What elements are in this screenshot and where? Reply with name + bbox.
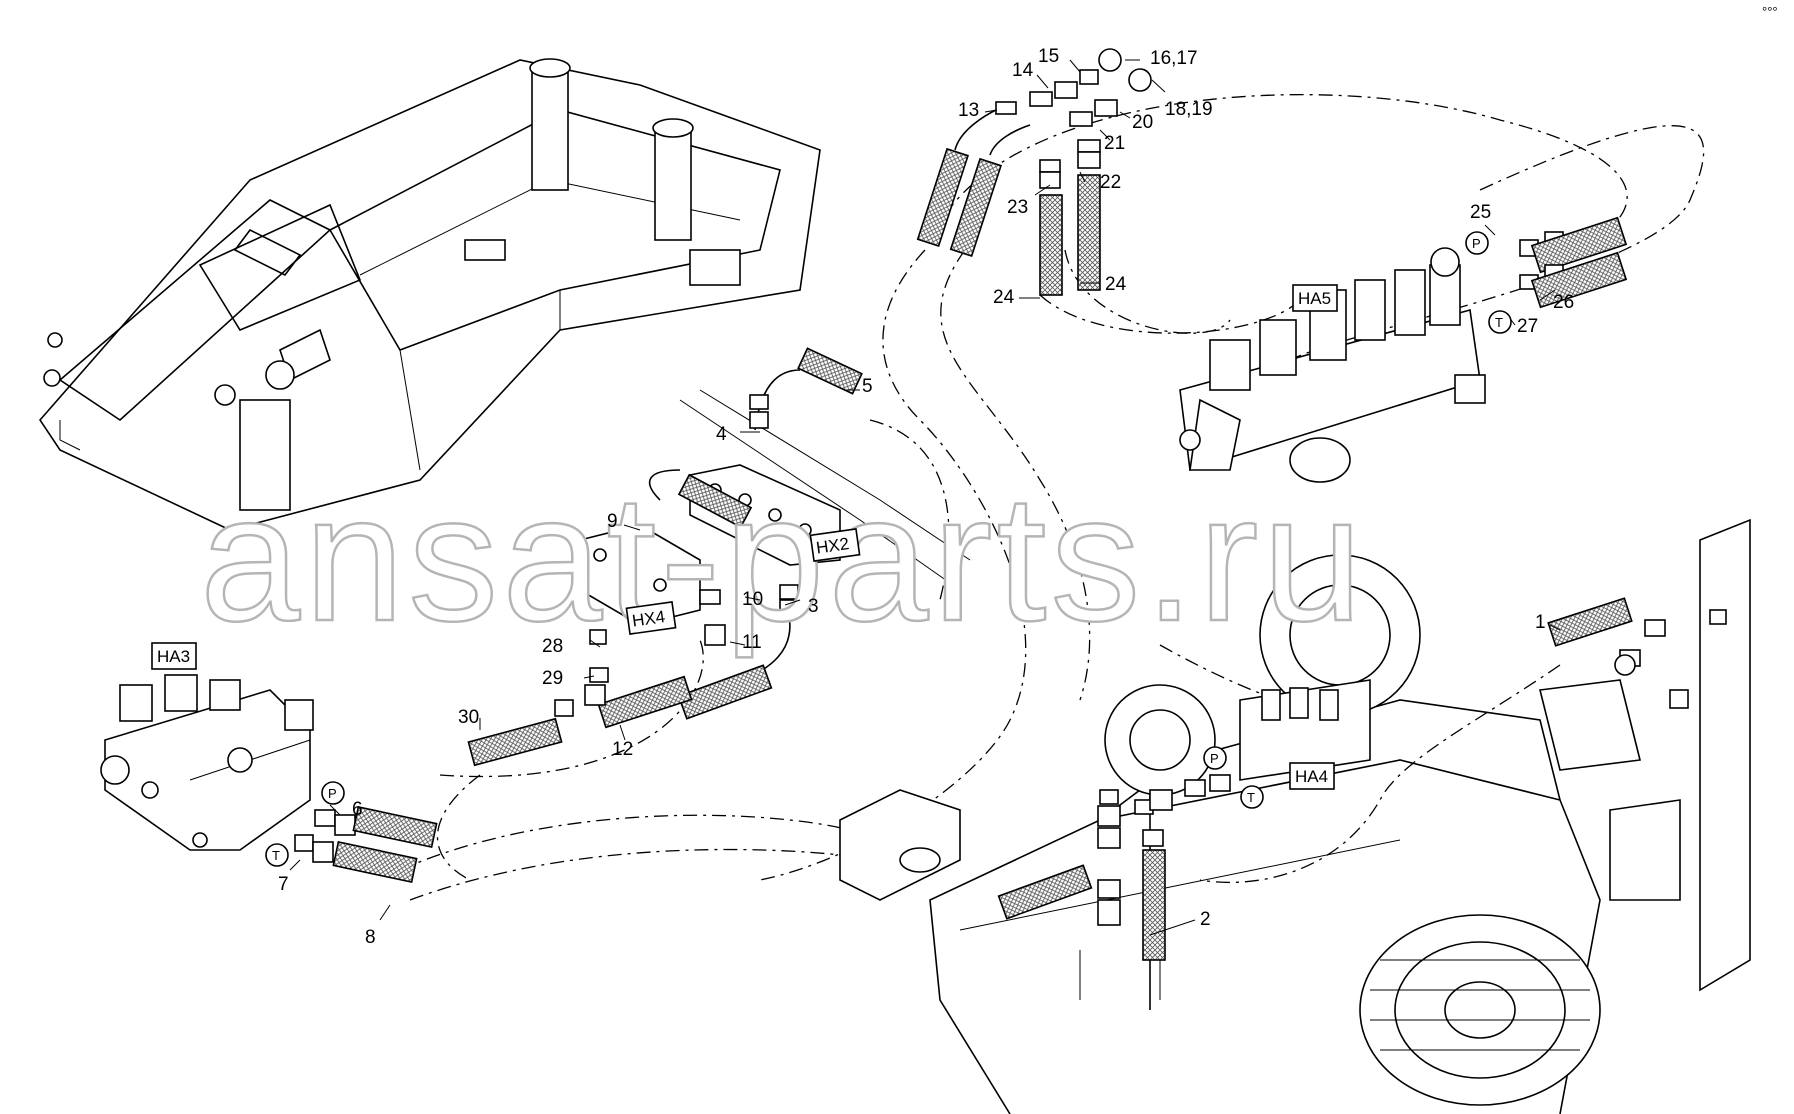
callout-5: 5 bbox=[862, 376, 873, 397]
callout-9: 9 bbox=[607, 511, 618, 532]
callout-4: 4 bbox=[716, 424, 727, 445]
block-tags bbox=[151, 284, 1338, 790]
callout-24-left: 24 bbox=[993, 287, 1015, 308]
block-label-hx4: HX4 bbox=[631, 607, 666, 630]
block-label-ha5: HA5 bbox=[1298, 289, 1331, 308]
port-t-ha5: T bbox=[1495, 315, 1503, 330]
callout-30: 30 bbox=[458, 707, 479, 728]
port-markers bbox=[265, 231, 1512, 867]
port-p-ha3: P bbox=[328, 786, 337, 801]
hx-manifolds bbox=[467, 347, 971, 767]
callout-13: 13 bbox=[958, 100, 979, 121]
callout-26: 26 bbox=[1553, 292, 1574, 313]
callout-27: 27 bbox=[1517, 316, 1538, 337]
callout-29: 29 bbox=[542, 668, 563, 689]
callout-2: 2 bbox=[1200, 909, 1211, 930]
callout-18-19: 18,19 bbox=[1165, 99, 1213, 120]
watermark-text: ansat-parts.ru bbox=[200, 458, 1367, 659]
machine-frame bbox=[38, 58, 821, 531]
callout-15: 15 bbox=[1038, 46, 1059, 67]
port-p-ha4: P bbox=[1210, 751, 1219, 766]
callout-8: 8 bbox=[365, 927, 376, 948]
callout-24-right: 24 bbox=[1105, 274, 1127, 295]
callout-16-17: 16,17 bbox=[1150, 48, 1198, 69]
callout-28: 28 bbox=[542, 636, 563, 657]
top-fittings-group bbox=[916, 48, 1152, 296]
block-label-ha3: HA3 bbox=[157, 647, 190, 666]
callout-20: 20 bbox=[1132, 112, 1153, 133]
block-label-ha4: HA4 bbox=[1295, 767, 1328, 786]
ha5-valve-block bbox=[1179, 216, 1628, 483]
callout-6: 6 bbox=[352, 799, 363, 820]
callout-22: 22 bbox=[1100, 172, 1121, 193]
ha3-valve-block bbox=[100, 674, 438, 884]
block-label-hx2: HX2 bbox=[815, 534, 850, 557]
callout-1: 1 bbox=[1535, 612, 1546, 633]
corner-mark: °°° bbox=[1762, 4, 1778, 19]
callout-25: 25 bbox=[1470, 202, 1491, 223]
callout-23: 23 bbox=[1007, 197, 1028, 218]
callout-14: 14 bbox=[1012, 60, 1034, 81]
port-t-ha3: T bbox=[272, 848, 280, 863]
callout-7: 7 bbox=[278, 874, 289, 895]
callout-10: 10 bbox=[742, 589, 763, 610]
port-t-ha4: T bbox=[1247, 790, 1255, 805]
callout-11: 11 bbox=[742, 632, 762, 653]
lower-right-assembly bbox=[839, 518, 1751, 1114]
callout-21: 21 bbox=[1104, 133, 1125, 154]
callout-12: 12 bbox=[612, 739, 633, 760]
callout-3: 3 bbox=[808, 596, 819, 617]
port-p-ha5: P bbox=[1472, 236, 1481, 251]
